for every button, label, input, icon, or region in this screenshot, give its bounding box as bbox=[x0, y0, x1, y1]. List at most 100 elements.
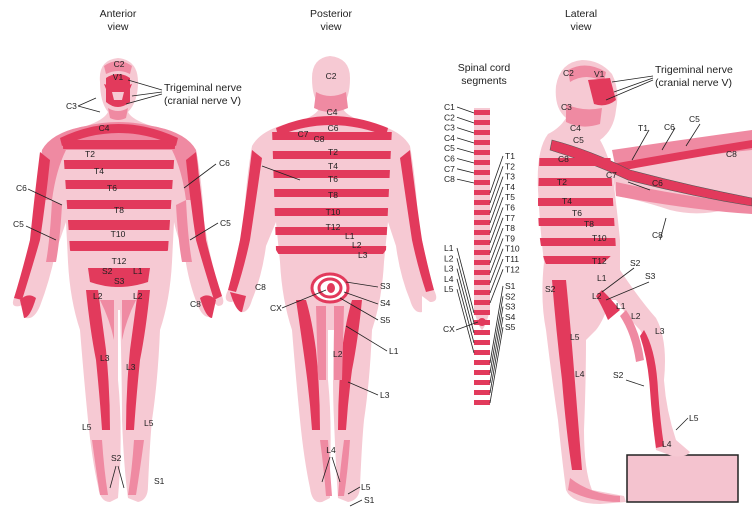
posterior-label-c8: C8 bbox=[314, 134, 325, 144]
cord-label-t4: T4 bbox=[505, 182, 515, 192]
cord-band-s3 bbox=[474, 380, 490, 385]
posterior-label-t4: T4 bbox=[328, 161, 338, 171]
cord-band-s1 bbox=[474, 360, 490, 365]
anterior-label-c3: C3 bbox=[66, 101, 77, 111]
anterior-label-l5-left: L5 bbox=[82, 422, 92, 432]
cord-label-l2: L2 bbox=[444, 253, 454, 263]
cord-band-t10 bbox=[474, 280, 490, 285]
posterior-label-c4: C4 bbox=[327, 107, 338, 117]
cord-label-t8: T8 bbox=[505, 223, 515, 233]
cord-label-t9: T9 bbox=[505, 233, 515, 243]
anterior-label-c6-right: C6 bbox=[219, 158, 230, 168]
cord-band-t7 bbox=[474, 250, 490, 255]
anterior-label-s2-leg: S2 bbox=[111, 453, 122, 463]
posterior-label-s1: S1 bbox=[364, 495, 375, 505]
spinal-title-line1: Spinal cord bbox=[458, 62, 511, 74]
lateral-label-l4-leg: L4 bbox=[575, 369, 585, 379]
foot-box bbox=[627, 455, 738, 502]
lateral-label-l1-front: L1 bbox=[616, 301, 626, 311]
cord-label-t6: T6 bbox=[505, 203, 515, 213]
cord-label-c5: C5 bbox=[444, 143, 455, 153]
cord-label-cx: CX bbox=[443, 324, 455, 334]
cord-label-t7: T7 bbox=[505, 213, 515, 223]
cord-band-t8 bbox=[474, 260, 490, 265]
posterior-label-l2-thigh: L2 bbox=[333, 349, 343, 359]
posterior-title-line1: Posterior bbox=[310, 8, 353, 20]
cord-band-c6 bbox=[474, 160, 490, 165]
lateral-label-c5-arm: C5 bbox=[689, 114, 700, 124]
spinal-cord-figure: C1C2C3C4C5C6C7C8T1T2T3T4T5T6T7T8T9T10T11… bbox=[443, 102, 520, 405]
cord-label-c2: C2 bbox=[444, 112, 455, 122]
posterior-figure: C2 C4 C6 C7 C8 T2 T4 T6 T8 T10 T12 L1 L2… bbox=[226, 56, 437, 506]
trigeminal-callouts: Trigeminal nerve (cranial nerve V) Trige… bbox=[126, 64, 733, 107]
posterior-label-c8-hand: C8 bbox=[255, 282, 266, 292]
cord-band-t5 bbox=[474, 230, 490, 235]
posterior-label-s5: S5 bbox=[380, 315, 391, 325]
cord-label-s3: S3 bbox=[505, 302, 516, 312]
lateral-label-s2-back: S2 bbox=[545, 284, 556, 294]
anterior-label-c6-left: C6 bbox=[16, 183, 27, 193]
trigeminal-anterior-line2: (cranial nerve V) bbox=[164, 95, 241, 107]
lateral-label-t12: T12 bbox=[592, 256, 607, 266]
cord-band-c7 bbox=[474, 170, 490, 175]
cord-label-s5: S5 bbox=[505, 322, 516, 332]
anterior-label-t6: T6 bbox=[107, 183, 117, 193]
lateral-label-l2-thigh: L2 bbox=[631, 311, 641, 321]
anterior-label-s3: S3 bbox=[114, 276, 125, 286]
lateral-label-l5-foot: L5 bbox=[689, 413, 699, 423]
posterior-label-cx: CX bbox=[270, 303, 282, 313]
cord-label-s4: S4 bbox=[505, 312, 516, 322]
cord-band-c4 bbox=[474, 140, 490, 145]
cord-band-c3 bbox=[474, 130, 490, 135]
anterior-label-t10: T10 bbox=[111, 229, 126, 239]
cord-label-c4: C4 bbox=[444, 133, 455, 143]
anterior-label-s2: S2 bbox=[102, 266, 113, 276]
cord-label-t10: T10 bbox=[505, 244, 520, 254]
lateral-figure: C2 V1 C3 C4 C5 C8 T1 C6 C5 C8 C7 C6 C8 T… bbox=[530, 60, 752, 504]
cord-band-t6 bbox=[474, 240, 490, 245]
anterior-label-t4: T4 bbox=[94, 166, 104, 176]
posterior-label-t10: T10 bbox=[326, 207, 341, 217]
posterior-label-s4: S4 bbox=[380, 298, 391, 308]
cord-label-t1: T1 bbox=[505, 151, 515, 161]
cord-band-c8 bbox=[474, 180, 490, 185]
lateral-label-t6: T6 bbox=[572, 208, 582, 218]
lateral-label-t8: T8 bbox=[584, 219, 594, 229]
posterior-title-line2: view bbox=[320, 21, 341, 33]
cord-label-s2: S2 bbox=[505, 291, 516, 301]
lateral-label-t10: T10 bbox=[592, 233, 607, 243]
cord-band-l3 bbox=[474, 330, 490, 335]
cord-band-t9 bbox=[474, 270, 490, 275]
cord-label-t3: T3 bbox=[505, 172, 515, 182]
cord-label-c3: C3 bbox=[444, 123, 455, 133]
anterior-title-line1: Anterior bbox=[100, 8, 137, 20]
cord-label-c6: C6 bbox=[444, 154, 455, 164]
anterior-label-l2-right: L2 bbox=[133, 291, 143, 301]
lateral-label-c2: C2 bbox=[563, 68, 574, 78]
cord-band-t2 bbox=[474, 200, 490, 205]
trigeminal-lateral-line2: (cranial nerve V) bbox=[655, 77, 732, 89]
lateral-label-l5: L5 bbox=[570, 332, 580, 342]
anterior-label-t12: T12 bbox=[112, 256, 127, 266]
anterior-label-t2: T2 bbox=[85, 149, 95, 159]
lateral-label-c7: C7 bbox=[606, 170, 617, 180]
lateral-label-l4-foot: L4 bbox=[662, 439, 672, 449]
spinal-title-line2: segments bbox=[461, 75, 507, 87]
anterior-label-l5-right: L5 bbox=[144, 418, 154, 428]
cord-label-s1: S1 bbox=[505, 281, 516, 291]
cord-label-t12: T12 bbox=[505, 264, 520, 274]
cord-band-t11 bbox=[474, 290, 490, 295]
cord-label-l1: L1 bbox=[444, 243, 454, 253]
cord-label-l3: L3 bbox=[444, 264, 454, 274]
cord-label-t5: T5 bbox=[505, 192, 515, 202]
posterior-label-l4: L4 bbox=[326, 445, 336, 455]
posterior-label-l2: L2 bbox=[352, 240, 362, 250]
cord-label-c7: C7 bbox=[444, 164, 455, 174]
posterior-label-s3: S3 bbox=[380, 281, 391, 291]
cord-band-t4 bbox=[474, 220, 490, 225]
lateral-label-t2: T2 bbox=[557, 177, 567, 187]
posterior-label-t8: T8 bbox=[328, 190, 338, 200]
posterior-label-l5: L5 bbox=[361, 482, 371, 492]
lateral-label-s3: S3 bbox=[645, 271, 656, 281]
lateral-label-s2-front: S2 bbox=[630, 258, 641, 268]
